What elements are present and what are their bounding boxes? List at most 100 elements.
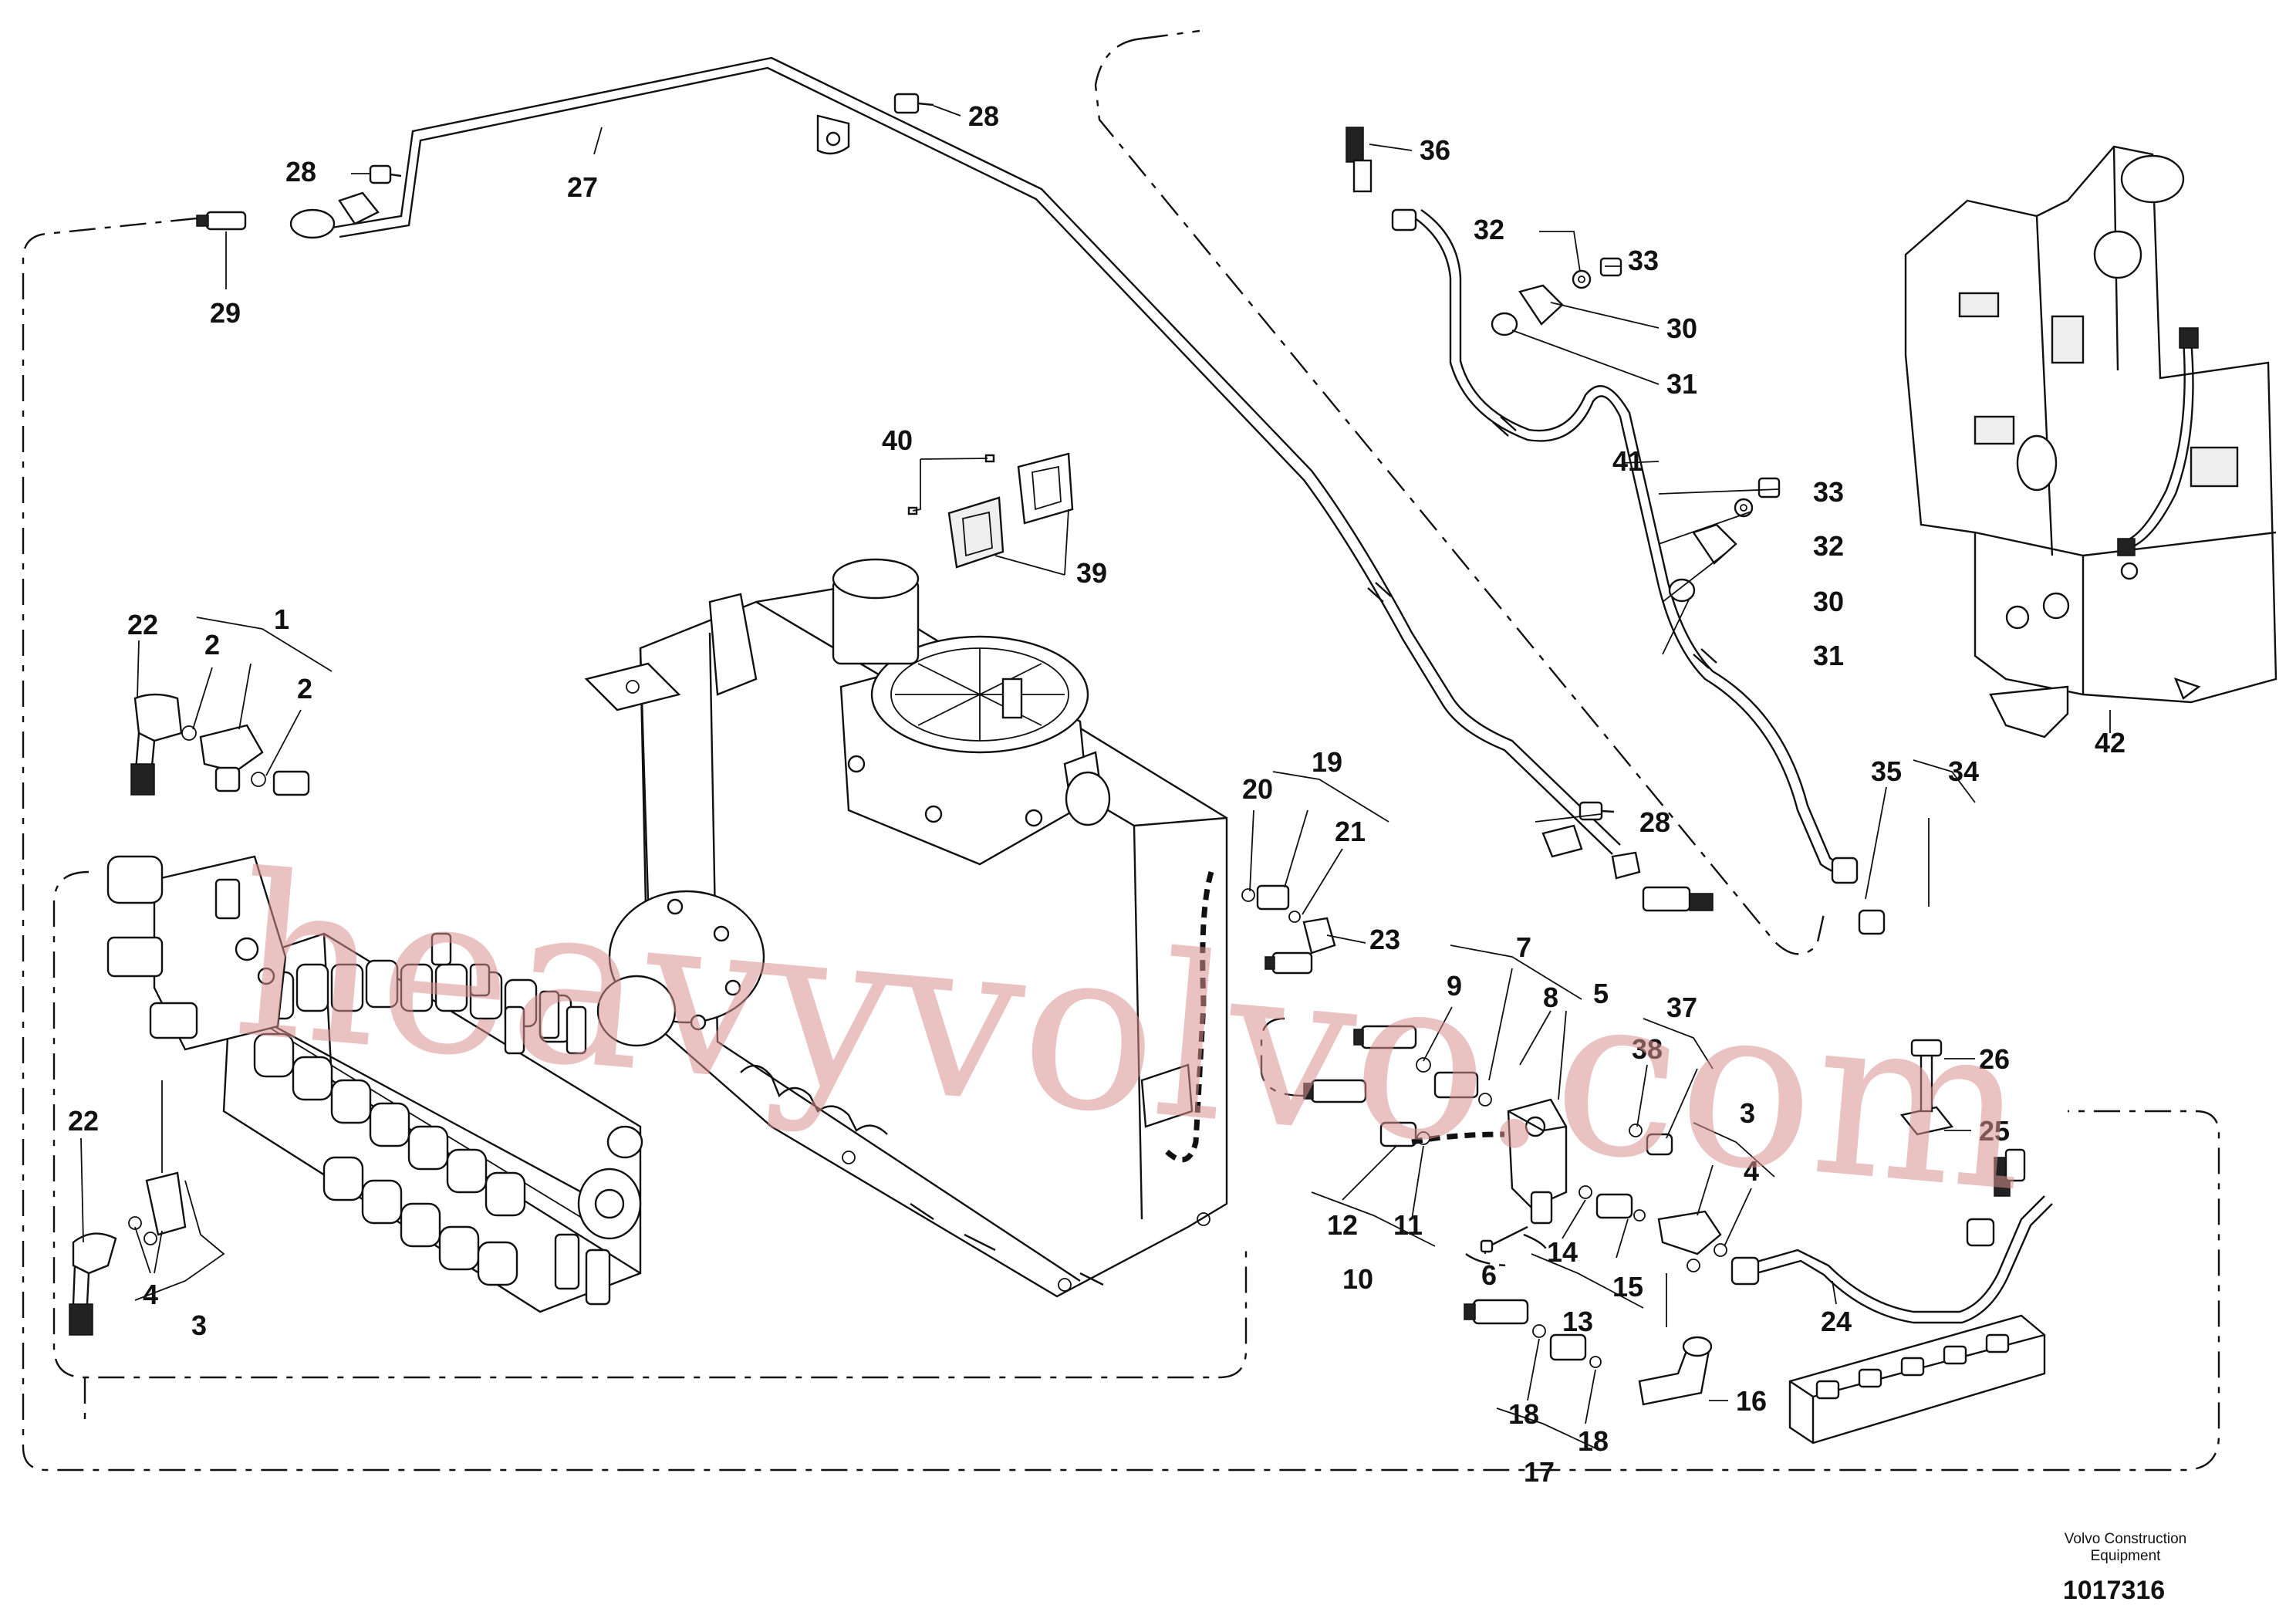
- tank-base-slots: [740, 1065, 888, 1135]
- fitting-17-18: [1464, 1299, 1602, 1368]
- leader-lines: [80, 105, 2111, 1451]
- washer-32-mid: [1734, 498, 1754, 518]
- bolt-28-lower: [1578, 801, 1615, 821]
- callout-12: 12: [1327, 1209, 1358, 1241]
- callout-36: 36: [1420, 134, 1450, 166]
- callout-labels: 27 28 28 29 36 32 33 30 31 41 33 32 30 3…: [68, 100, 2125, 1488]
- callout-13: 13: [1562, 1306, 1593, 1337]
- callout-40: 40: [882, 424, 913, 456]
- fitting-38: [1629, 1124, 1673, 1156]
- callout-30-top: 30: [1666, 313, 1697, 344]
- callout-4-right: 4: [1744, 1155, 1759, 1187]
- hammer-42: [1904, 145, 2277, 738]
- callout-22-top: 22: [127, 609, 158, 640]
- callout-3-right: 3: [1740, 1097, 1755, 1129]
- callout-5: 5: [1593, 978, 1609, 1009]
- hose-22-bottom: [69, 1232, 117, 1336]
- callout-21: 21: [1335, 816, 1366, 847]
- boundary-lines: [22, 29, 2220, 1472]
- callout-42: 42: [2095, 727, 2125, 759]
- fitting-20-19: [1241, 884, 1301, 923]
- bolt-6: [1480, 1225, 1528, 1253]
- brand-line-1: Volvo Construction: [2065, 1531, 2186, 1547]
- fitting-36: [1346, 127, 1373, 193]
- tank-top-unit: [832, 558, 1111, 866]
- callout-28-top: 28: [968, 100, 999, 132]
- fitting-35-34: [1831, 857, 1886, 935]
- callout-2-a: 2: [204, 629, 220, 661]
- tank-side-flange: [596, 890, 765, 1047]
- clip-30-top: [1491, 284, 1564, 336]
- part-39: [947, 452, 1074, 569]
- callout-18-a: 18: [1508, 1398, 1539, 1430]
- bolt-33-top: [1599, 257, 1622, 277]
- callout-18-b: 18: [1578, 1425, 1609, 1457]
- callout-28-lower: 28: [1639, 806, 1670, 838]
- tee-fitting-3-left: [128, 1080, 187, 1245]
- bolt-33-mid: [1757, 477, 1781, 498]
- fitting-24-end: [1730, 1148, 2026, 1286]
- brand-line-2: Equipment: [2091, 1548, 2162, 1564]
- clip-lower-tube27: [1541, 824, 1583, 858]
- callout-3-left: 3: [191, 1309, 207, 1341]
- control-valve: [222, 932, 643, 1313]
- washer-32-top: [1572, 269, 1592, 289]
- callout-15: 15: [1612, 1271, 1643, 1303]
- callout-20: 20: [1242, 773, 1273, 805]
- tank-base-plate: [842, 1151, 1210, 1292]
- solenoid-valve-5: [1411, 1098, 1568, 1225]
- callout-22-bottom: 22: [68, 1105, 99, 1137]
- document-number: 1017316: [2063, 1576, 2165, 1605]
- callout-23: 23: [1369, 924, 1400, 955]
- callout-24: 24: [1821, 1306, 1852, 1337]
- callout-26: 26: [1979, 1043, 2010, 1075]
- callout-33-top: 33: [1628, 245, 1659, 276]
- tee-fitting-1: [181, 724, 310, 796]
- callout-16: 16: [1736, 1385, 1767, 1417]
- elbow-23: [1264, 917, 1336, 975]
- callout-8: 8: [1543, 982, 1558, 1013]
- clip-30-mid: [1668, 523, 1737, 603]
- fitting-29: [196, 211, 247, 231]
- fitting-14-15: [1578, 1185, 1646, 1222]
- callout-14: 14: [1547, 1236, 1578, 1268]
- clip-upper-left: [289, 191, 380, 239]
- tube-41: [1411, 209, 1850, 874]
- callout-29: 29: [210, 297, 241, 329]
- callout-31-top: 31: [1666, 368, 1697, 400]
- callout-9: 9: [1447, 970, 1462, 1002]
- hose-22-top: [130, 693, 183, 796]
- nut-lower-tube27: [1611, 851, 1714, 912]
- callout-30-mid: 30: [1813, 586, 1844, 617]
- callout-2-b: 2: [297, 673, 312, 705]
- footer: Volvo Construction Equipment 1017316: [2063, 1531, 2186, 1605]
- callout-11: 11: [1393, 1209, 1423, 1241]
- callout-27: 27: [567, 171, 598, 203]
- callout-34: 34: [1948, 755, 1979, 787]
- callout-38: 38: [1632, 1033, 1663, 1065]
- callout-1: 1: [274, 603, 289, 635]
- bolt-28-left: [369, 164, 402, 184]
- callout-28-left: 28: [285, 156, 316, 188]
- callout-37: 37: [1666, 992, 1697, 1023]
- bolt-28-top: [893, 93, 934, 114]
- bracket-25-26: [1899, 1039, 1954, 1136]
- callout-35: 35: [1871, 755, 1902, 787]
- callout-25: 25: [1979, 1115, 2010, 1147]
- callout-10: 10: [1342, 1263, 1373, 1295]
- tube-27: [331, 56, 1621, 855]
- callout-32-top: 32: [1474, 214, 1504, 245]
- manifold-block-24: [1788, 1314, 2046, 1445]
- callout-33-mid: 33: [1813, 476, 1844, 508]
- callout-41: 41: [1612, 445, 1643, 477]
- callout-6: 6: [1481, 1259, 1497, 1291]
- callout-32-mid: 32: [1813, 530, 1844, 562]
- tube-24: [1743, 1195, 2053, 1324]
- callout-19: 19: [1312, 746, 1342, 778]
- callout-17: 17: [1524, 1456, 1555, 1488]
- manifold-block: [106, 855, 287, 1051]
- callout-39: 39: [1076, 557, 1107, 589]
- hose-thick-dashed: [1163, 870, 1214, 1163]
- clip-upper-1: [816, 114, 850, 155]
